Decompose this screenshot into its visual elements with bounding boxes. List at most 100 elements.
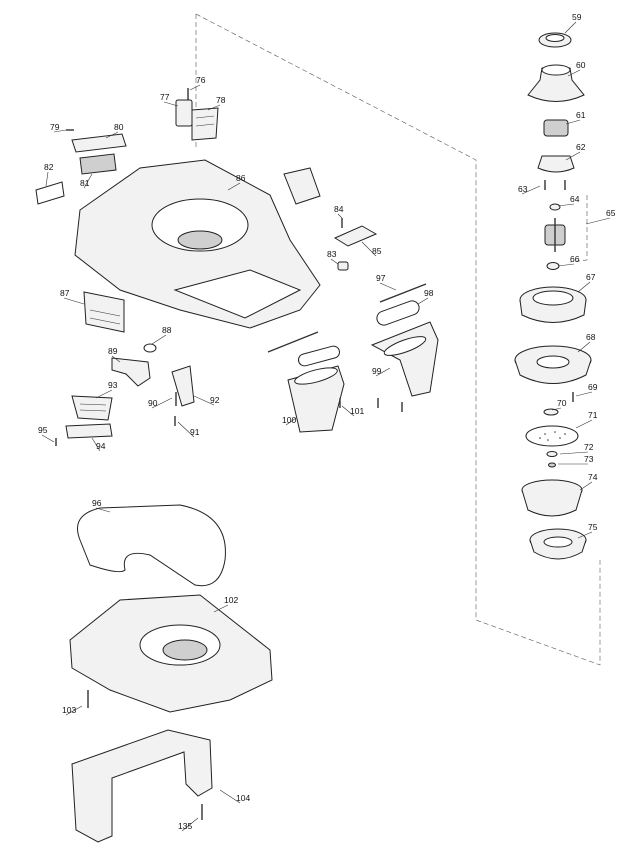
- callout-leader-89: [111, 355, 121, 363]
- part-73-nut: [548, 462, 556, 468]
- part-100-duct: [287, 365, 345, 433]
- callout-67: 67: [586, 272, 596, 282]
- part-88-o-ring: [143, 343, 157, 353]
- part-86-side-cover: [283, 167, 321, 205]
- callout-59: 59: [572, 12, 582, 22]
- callout-89: 89: [108, 346, 118, 356]
- callout-99: 99: [372, 366, 382, 376]
- part-99-inlet-duct: [370, 321, 439, 397]
- callout-leader-101: [341, 405, 355, 417]
- callout-leader-104: [219, 789, 241, 804]
- callout-74: 74: [588, 472, 598, 482]
- callout-leader-65: [585, 217, 611, 225]
- part-77-latch: [175, 99, 193, 127]
- callout-leader-84: [337, 213, 343, 219]
- callout-102: 102: [224, 595, 238, 605]
- callout-70: 70: [557, 398, 567, 408]
- callout-leader-67: [577, 281, 591, 293]
- callout-leader-94: [91, 437, 101, 452]
- callout-76: 76: [196, 75, 206, 85]
- part-70-washer: [543, 408, 559, 416]
- callout-96: 96: [92, 498, 102, 508]
- part-83-cap: [337, 261, 349, 271]
- callout-leader-76: [189, 84, 201, 91]
- callout-81: 81: [80, 178, 90, 188]
- callout-leader-99: [375, 367, 391, 377]
- part-100-gasket: [298, 345, 340, 367]
- callout-100: 100: [282, 415, 296, 425]
- callout-leader-59: [564, 21, 577, 34]
- callout-leader-96: [95, 507, 111, 513]
- part-102-lower-housing: [69, 594, 273, 713]
- callout-leader-61: [565, 119, 581, 125]
- callout-leader-69: [575, 391, 593, 397]
- part-89-valve: [111, 357, 151, 387]
- callout-leader-102: [213, 604, 229, 613]
- part-61-armature-top: [543, 119, 569, 137]
- part-67-fan-case: [519, 286, 587, 323]
- callout-leader-135: [181, 817, 199, 832]
- part-66-bearing: [546, 262, 560, 270]
- callout-leader-83: [330, 258, 339, 265]
- callout-61: 61: [576, 110, 586, 120]
- callout-85: 85: [372, 246, 382, 256]
- part-62-bracket: [537, 155, 575, 173]
- part-59-ring: [538, 32, 572, 48]
- callout-73: 73: [584, 454, 594, 464]
- callout-leader-75: [577, 531, 593, 539]
- callout-leader-95: [41, 434, 55, 443]
- part-63-screw: [544, 180, 566, 190]
- callout-leader-72: [559, 451, 589, 455]
- callout-63: 63: [518, 184, 528, 194]
- callout-leader-98: [417, 297, 429, 305]
- callout-leader-88: [151, 334, 167, 345]
- callout-leader-85: [361, 241, 377, 257]
- callout-leader-103: [65, 705, 83, 716]
- callout-62: 62: [576, 142, 586, 152]
- callout-leader-90: [151, 397, 173, 409]
- callout-leader-100: [285, 417, 297, 426]
- callout-leader-86: [227, 182, 241, 191]
- part-78-latch-cover: [191, 107, 219, 141]
- callout-93: 93: [108, 380, 118, 390]
- callout-leader-92: [193, 395, 215, 406]
- callout-82: 82: [44, 162, 54, 172]
- callout-leader-74: [579, 481, 593, 491]
- callout-94: 94: [96, 441, 106, 451]
- callout-leader-70: [551, 407, 562, 411]
- callout-104: 104: [236, 793, 250, 803]
- callout-leader-63: [521, 185, 541, 195]
- part-60-motor-housing: [527, 64, 585, 102]
- callout-leader-68: [577, 341, 591, 353]
- callout-88: 88: [162, 325, 172, 335]
- part-87-panel: [83, 291, 125, 333]
- callout-86: 86: [236, 173, 246, 183]
- callout-leader-62: [565, 151, 581, 161]
- callout-84: 84: [334, 204, 344, 214]
- callout-83: 83: [327, 249, 337, 259]
- callout-97: 97: [376, 273, 386, 283]
- callout-leader-81: [83, 173, 93, 189]
- part-74-bowl: [521, 479, 583, 517]
- callout-68: 68: [586, 332, 596, 342]
- callout-90: 90: [148, 398, 158, 408]
- callout-72: 72: [584, 442, 594, 452]
- callout-leader-71: [575, 419, 593, 429]
- part-72-washer: [546, 451, 558, 457]
- part-93-grille: [71, 395, 113, 421]
- part-92-lever: [171, 365, 195, 407]
- part-98-gasket: [376, 300, 420, 326]
- part-71-filter-disc: [525, 425, 579, 447]
- callout-leader-79: [53, 129, 67, 133]
- callout-92: 92: [210, 395, 220, 405]
- callout-75: 75: [588, 522, 598, 532]
- part-104-base-cover: [71, 729, 213, 843]
- callout-78: 78: [216, 95, 226, 105]
- part-94-clamp: [65, 423, 113, 439]
- part-96-large-gasket: [77, 504, 226, 587]
- part-81-clip: [79, 153, 117, 175]
- callout-103: 103: [62, 705, 76, 715]
- callout-135: 135: [178, 821, 192, 831]
- callout-leader-77: [163, 101, 179, 107]
